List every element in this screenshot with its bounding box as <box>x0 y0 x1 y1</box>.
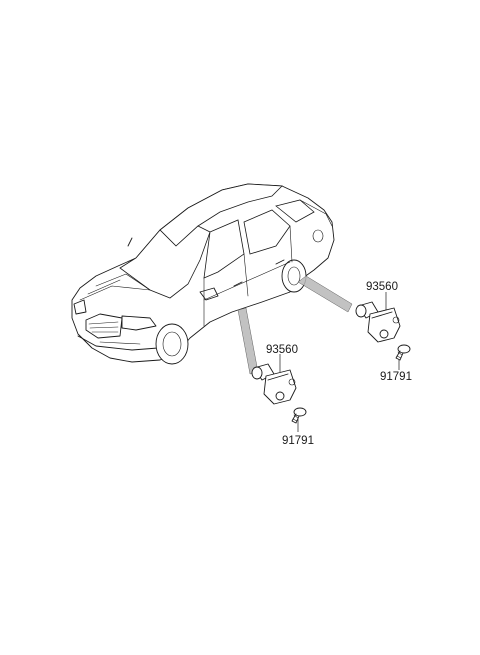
door-switch-rear <box>355 301 401 343</box>
part-number-switch-rear: 93560 <box>366 281 398 293</box>
door-switch-front <box>251 363 297 405</box>
screw-rear <box>395 344 411 361</box>
part-number-screw-rear: 91791 <box>380 371 412 383</box>
sedan-illustration <box>71 183 335 365</box>
part-number-screw-front: 91791 <box>282 435 314 447</box>
front-door-callout-band <box>237 307 259 375</box>
rear-door-callout-band <box>297 275 353 313</box>
part-number-switch-front: 93560 <box>266 344 298 356</box>
screw-front <box>291 407 307 424</box>
